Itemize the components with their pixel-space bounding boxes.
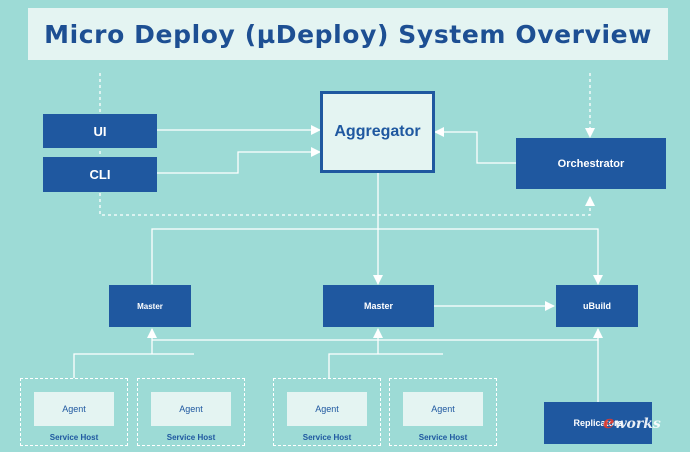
watermark-text: works [614,416,661,432]
eworks-watermark: eworks [603,412,661,433]
ui-box: UI [43,114,157,148]
orchestrator-to-aggregator-arrow [434,127,516,164]
service-host-label: Service Host [302,433,352,442]
agent-box: Agent [151,392,231,426]
ubuild-box: uBuild [556,285,638,327]
hosts-left-to-master-arrow [73,353,194,378]
service-host-label: Service Host [166,433,216,442]
orchestrator-box: Orchestrator [516,138,666,189]
aggregator-to-master-left-arrow [151,228,603,285]
title-banner: Micro Deploy (µDeploy) System Overview [28,8,668,60]
aggregator-label: Aggregator [334,123,421,140]
master-center-box: Master [323,285,434,327]
agent-box: Agent [287,392,367,426]
cli-box: CLI [43,157,157,192]
agent-label: Agent [431,404,455,414]
cli-to-aggregator-arrow [157,147,321,174]
replicators-box: Replicators [544,402,652,444]
master-left-label: Master [137,301,163,311]
hosts-right-to-master-arrow [328,353,443,378]
agent-label: Agent [62,404,86,414]
service-host-4: Agent Service Host [389,378,497,446]
cli-label: CLI [89,167,111,182]
ubuild-label: uBuild [583,301,611,311]
master-left-box: Master [109,285,191,327]
dashed-loop-left [99,73,595,216]
service-host-label: Service Host [418,433,468,442]
ui-label: UI [93,123,107,139]
service-host-1: Agent Service Host [20,378,128,446]
agent-label: Agent [315,404,339,414]
agent-box: Agent [403,392,483,426]
service-host-2: Agent Service Host [137,378,245,446]
orchestrator-label: Orchestrator [557,157,625,170]
master-center-label: Master [363,301,393,311]
replicators-label: Replicators [573,418,623,428]
service-host-label: Service Host [49,433,99,442]
bus-to-ubuild-arrow [152,328,603,341]
watermark-accent: e [603,412,615,433]
service-host-3: Agent Service Host [273,378,381,446]
diagram-title: Micro Deploy (µDeploy) System Overview [44,19,652,49]
agent-label: Agent [179,404,203,414]
agent-box: Agent [34,392,114,426]
aggregator-box: Aggregator [320,91,435,173]
